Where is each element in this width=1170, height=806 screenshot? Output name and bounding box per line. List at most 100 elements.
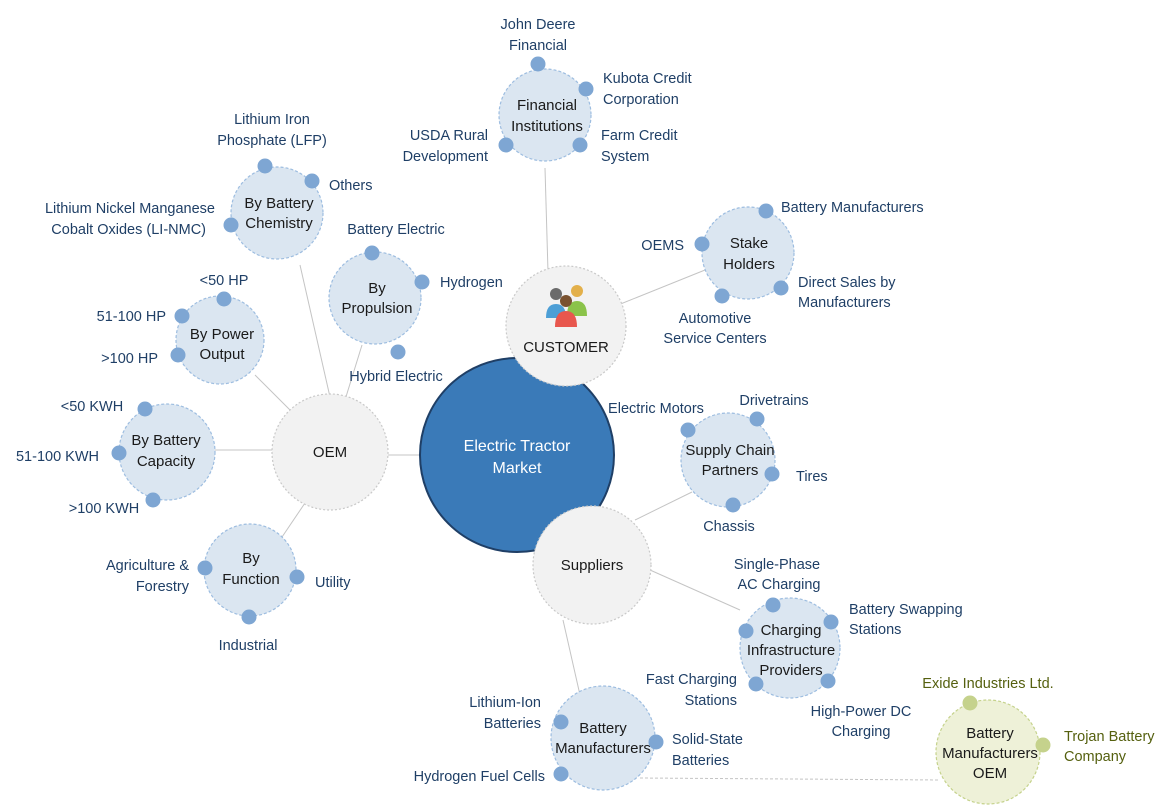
- leaf-lithium-ion-2: Batteries: [484, 716, 541, 732]
- leaf-agri-2: Forestry: [136, 579, 190, 595]
- leaf-battery-manufacturers: Battery Manufacturers: [781, 200, 924, 216]
- leaf-farm-credit-2: System: [601, 149, 649, 165]
- category-battery-oem-line2: Manufacturers: [942, 745, 1038, 762]
- leaf-nmc-2: Cobalt Oxides (LI-NMC): [51, 222, 206, 238]
- category-battery-capacity-line2: Capacity: [137, 453, 196, 470]
- oem-hub: OEM: [271, 393, 389, 511]
- category-supply-chain: Supply Chain Partners: [680, 412, 776, 508]
- leaf-kubota-1: Kubota Credit: [603, 71, 692, 87]
- suppliers-hub: Suppliers: [532, 505, 652, 625]
- category-financial-line1: Financial: [517, 97, 577, 114]
- category-supply-chain-line2: Partners: [702, 462, 759, 479]
- leaf-kwh-51-100: 51-100 KWH: [16, 449, 99, 465]
- category-financial-institutions: Financial Institutions: [498, 68, 592, 162]
- leaf-usda-2: Development: [403, 149, 488, 165]
- leaf-direct-sales-1: Direct Sales by: [798, 275, 896, 291]
- category-stakeholders-line2: Holders: [723, 256, 775, 273]
- category-battery-oem-line3: OEM: [973, 765, 1007, 782]
- category-propulsion-line1: By: [368, 280, 386, 297]
- leaf-trojan-1: Trojan Battery: [1064, 729, 1155, 745]
- leaf-high-power-dc-1: High-Power DC: [811, 704, 912, 720]
- category-battery-chemistry: By Battery Chemistry: [230, 166, 324, 260]
- leaf-chassis: Chassis: [703, 519, 755, 535]
- olive-leaf-dots: [962, 695, 1051, 753]
- leaf-john-deere-1: John Deere: [501, 17, 576, 33]
- leaf-hp-lt50: <50 HP: [200, 273, 249, 289]
- leaf-trojan-2: Company: [1064, 749, 1127, 765]
- category-stakeholders: Stake Holders: [701, 206, 795, 300]
- category-battery-capacity-line1: By Battery: [131, 432, 201, 449]
- connector-lines: [215, 167, 941, 781]
- leaf-oems: OEMS: [641, 238, 684, 254]
- category-power-output: By Power Output: [175, 295, 265, 385]
- leaf-battery-swapping-2: Stations: [849, 622, 901, 638]
- leaf-auto-service-1: Automotive: [679, 311, 752, 327]
- category-financial-line2: Institutions: [511, 118, 583, 135]
- center-label-line2: Market: [493, 460, 542, 477]
- leaf-auto-service-2: Service Centers: [663, 331, 766, 347]
- category-power-output-line2: Output: [199, 346, 245, 363]
- category-battery-manufacturers-oem: Battery Manufacturers OEM: [935, 699, 1041, 805]
- leaf-industrial: Industrial: [219, 638, 278, 654]
- leaf-lithium-ion-1: Lithium-Ion: [469, 695, 541, 711]
- leaf-direct-sales-2: Manufacturers: [798, 295, 891, 311]
- category-charging-line1: Charging: [761, 622, 822, 639]
- category-battery-mfr-line1: Battery: [579, 720, 627, 737]
- leaf-kwh-gt100: >100 KWH: [69, 501, 140, 517]
- center-label-line1: Electric Tractor: [464, 438, 571, 455]
- category-battery-capacity: By Battery Capacity: [118, 403, 216, 501]
- leaf-dots: [111, 56, 839, 782]
- leaf-single-phase-2: AC Charging: [737, 577, 820, 593]
- category-battery-chemistry-line1: By Battery: [244, 195, 314, 212]
- oem-hub-label: OEM: [313, 444, 347, 461]
- category-battery-oem-line1: Battery: [966, 725, 1014, 742]
- leaf-nmc-1: Lithium Nickel Manganese: [45, 201, 215, 217]
- category-charging-line2: Infrastructure: [747, 642, 835, 659]
- leaf-hydrogen-fuel-cells: Hydrogen Fuel Cells: [414, 769, 545, 785]
- category-charging-infrastructure: Charging Infrastructure Providers: [739, 597, 841, 699]
- leaf-lfp-1: Lithium Iron: [234, 112, 310, 128]
- customer-hub: CUSTOMER: [505, 265, 627, 387]
- category-propulsion-line2: Propulsion: [342, 300, 413, 317]
- leaf-solid-state-1: Solid-State: [672, 732, 743, 748]
- category-function-line2: Function: [222, 571, 280, 588]
- leaf-exide: Exide Industries Ltd.: [922, 676, 1053, 692]
- category-battery-mfr-line2: Manufacturers: [555, 740, 651, 757]
- category-charging-line3: Providers: [759, 662, 822, 679]
- leaf-drivetrains: Drivetrains: [739, 393, 808, 409]
- leaf-battery-electric: Battery Electric: [347, 222, 445, 238]
- leaf-high-power-dc-2: Charging: [832, 724, 891, 740]
- leaf-fast-charging-1: Fast Charging: [646, 672, 737, 688]
- leaf-labels: Lithium Iron Phosphate (LFP) Others Lith…: [16, 17, 1155, 785]
- category-function-line1: By: [242, 550, 260, 567]
- leaf-hybrid-electric: Hybrid Electric: [349, 369, 442, 385]
- customer-hub-label: CUSTOMER: [523, 339, 609, 356]
- leaf-lfp-2: Phosphate (LFP): [217, 133, 327, 149]
- leaf-others: Others: [329, 178, 373, 194]
- category-propulsion: By Propulsion: [328, 251, 422, 345]
- suppliers-hub-label: Suppliers: [561, 557, 624, 574]
- leaf-hp-gt100: >100 HP: [101, 351, 158, 367]
- leaf-hp-51-100: 51-100 HP: [97, 309, 166, 325]
- category-power-output-line1: By Power: [190, 326, 254, 343]
- leaf-fast-charging-2: Stations: [685, 693, 737, 709]
- leaf-agri-1: Agriculture &: [106, 558, 189, 574]
- leaf-tires: Tires: [796, 469, 828, 485]
- category-stakeholders-line1: Stake: [730, 235, 768, 252]
- leaf-hydrogen: Hydrogen: [440, 275, 503, 291]
- leaf-usda-1: USDA Rural: [410, 128, 488, 144]
- leaf-solid-state-2: Batteries: [672, 753, 729, 769]
- category-supply-chain-line1: Supply Chain: [685, 442, 774, 459]
- category-function: By Function: [203, 523, 297, 617]
- leaf-utility: Utility: [315, 575, 351, 591]
- category-battery-chemistry-line2: Chemistry: [245, 215, 313, 232]
- leaf-farm-credit-1: Farm Credit: [601, 128, 678, 144]
- leaf-single-phase-1: Single-Phase: [734, 557, 820, 573]
- leaf-kwh-lt50: <50 KWH: [61, 399, 123, 415]
- leaf-battery-swapping-1: Battery Swapping: [849, 602, 963, 618]
- people-icon: [546, 285, 587, 327]
- leaf-electric-motors: Electric Motors: [608, 401, 704, 417]
- leaf-kubota-2: Corporation: [603, 92, 679, 108]
- leaf-john-deere-2: Financial: [509, 38, 567, 54]
